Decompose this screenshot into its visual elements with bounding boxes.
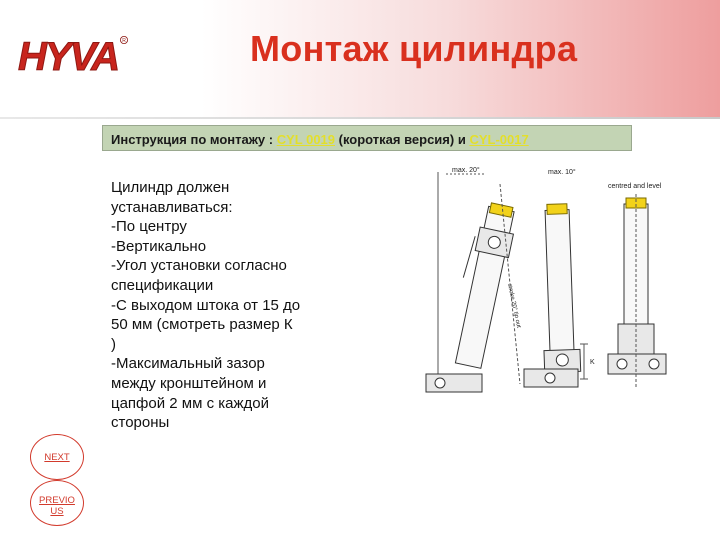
text-line: стороны [111, 414, 170, 432]
text-line: -С выходом штока от 15 до [111, 296, 301, 314]
text-line: спецификации [111, 276, 214, 294]
angle-label-10: max. 10° [548, 168, 576, 176]
instruction-prefix: Инструкция по монтажу : [111, 132, 277, 147]
instruction-middle: (короткая версия) и [335, 132, 470, 147]
text-line: -Угол установки согласно [111, 257, 287, 275]
previous-button[interactable]: PREVIO US [30, 480, 84, 526]
text-line: -Вертикально [111, 237, 207, 255]
svg-text:R: R [122, 38, 126, 44]
page-title: Монтаж цилиндра [250, 28, 578, 69]
logo-wordmark: HYVA [18, 35, 118, 78]
hyva-logo: HYVA R [18, 35, 129, 78]
next-button[interactable]: NEXT [30, 434, 84, 480]
text-line: -По центру [111, 218, 187, 236]
previous-label-line1: PREVIO [39, 495, 75, 506]
vertical-cylinder [607, 194, 667, 389]
link-cyl-0017[interactable]: CYL-0017 [469, 132, 529, 147]
mounting-instructions-text: Цилиндр должен устанавливаться: -По цент… [111, 178, 325, 433]
link-cyl-0019[interactable]: CYL 0019 [276, 132, 336, 147]
k-dimension-label: K [590, 359, 595, 366]
instruction-bar: Инструкция по монтажу : CYL 0019 (коротк… [102, 125, 632, 151]
tilted-cylinder-20 [454, 202, 515, 369]
text-line: -Максимальный зазор [111, 355, 265, 373]
text-line: ) [111, 335, 116, 353]
text-line: цапфой 2 мм с каждой [111, 394, 269, 412]
header-band [0, 0, 720, 118]
header-divider [0, 117, 720, 119]
tilted-cylinder-10 [543, 203, 582, 374]
next-label: NEXT [44, 452, 70, 463]
text-line: между кронштейном и [111, 374, 267, 392]
angle-label-20: max. 20° [452, 166, 480, 174]
previous-label-line2: US [50, 506, 64, 517]
cylinder-mounting-diagram: max. 20° max. 10° centred and level stro… [425, 166, 667, 393]
centred-label: centred and level [608, 183, 662, 190]
text-line: 50 мм (смотреть размер К [111, 316, 293, 334]
text-line: устанавливаться: [111, 198, 233, 216]
stroke-label: stroke 20° tip out [506, 283, 521, 329]
text-line: Цилиндр должен [111, 179, 230, 196]
